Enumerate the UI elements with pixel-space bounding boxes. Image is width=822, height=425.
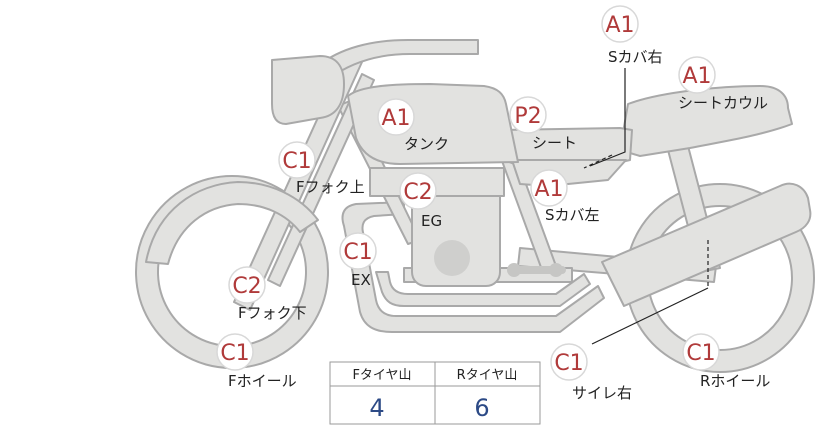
grade-text: P2: [514, 104, 541, 129]
part-name: Fフォク下: [238, 304, 307, 322]
part-name: Rホイール: [700, 372, 770, 390]
side-cover-shape: [511, 159, 627, 187]
engine-block: [369, 167, 505, 197]
grade-text: A1: [381, 106, 410, 131]
leader-lines: [583, 68, 709, 345]
tire-tread-table: Fタイヤ山 Rタイヤ山 4 6: [329, 361, 541, 425]
grade-text: A1: [534, 177, 563, 202]
label-seat-cowl: A1 シートカウル: [678, 56, 768, 112]
part-name: Fフォク上: [296, 178, 365, 196]
leader-s-cover-right-dash: [583, 154, 613, 169]
handlebar: [317, 39, 479, 79]
part-name: サイレ右: [572, 384, 632, 402]
grade-text: C2: [232, 274, 261, 299]
front-tire-header: Fタイヤ山: [352, 368, 411, 383]
grade-badge: [530, 169, 568, 207]
label-f-fork-lower: C2 Fフォク下: [228, 266, 307, 322]
grade-badge: [216, 333, 254, 371]
part-name: シート: [532, 134, 577, 152]
grade-text: A1: [605, 13, 634, 38]
grade-text: C1: [343, 240, 372, 265]
label-tank: A1 タンク: [377, 98, 449, 153]
rear-tire-header: Rタイヤ山: [457, 368, 518, 383]
headlight: [271, 55, 345, 125]
label-s-cover-left: A1 Sカバ左: [530, 169, 600, 224]
footpeg-knob-right: [549, 263, 563, 277]
part-name: Fホイール: [228, 372, 297, 390]
grade-text: A1: [682, 64, 711, 89]
grade-badge: [550, 343, 588, 381]
front-fender: [145, 181, 319, 265]
footpeg-knob-left: [507, 263, 521, 277]
label-f-fork-upper: C1 Fフォク上: [278, 141, 365, 196]
motorcycle-illustration: [135, 39, 815, 373]
engine-cover-circle: [434, 240, 470, 276]
grade-text: C2: [403, 180, 432, 205]
label-muffler-right: C1 サイレ右: [550, 343, 632, 402]
leader-muffler-right: [591, 287, 709, 345]
part-name: タンク: [404, 135, 449, 153]
labels: A1 Sカバ右 A1 シートカウル A1 タンク P2 シート C1 Fフォク上…: [216, 5, 770, 402]
label-seat: P2 シート: [509, 96, 577, 152]
grade-text: C1: [686, 341, 715, 366]
grade-badge: [377, 98, 415, 136]
grade-badge: [509, 96, 547, 134]
exhaust-pipe: [341, 201, 605, 333]
part-name: EG: [421, 212, 442, 230]
grade-badge: [228, 266, 266, 304]
label-f-wheel: C1 Fホイール: [216, 333, 297, 390]
grade-text: C1: [554, 351, 583, 376]
muffler-shape: [601, 182, 812, 307]
part-name: シートカウル: [678, 94, 768, 112]
label-r-wheel: C1 Rホイール: [682, 333, 770, 390]
label-engine: C2 EG: [399, 172, 442, 230]
grade-text: C1: [282, 149, 311, 174]
exhaust-pipe-inner: [375, 271, 591, 307]
label-exhaust: C1 EX: [339, 232, 377, 289]
leader-s-cover-right: [589, 68, 626, 167]
part-name: Sカバ左: [545, 206, 600, 224]
grade-badge: [399, 172, 437, 210]
grade-badge: [601, 5, 639, 43]
grade-badge: [682, 333, 720, 371]
grade-badge: [678, 56, 716, 94]
grade-text: C1: [220, 341, 249, 366]
grade-badge: [339, 232, 377, 270]
label-s-cover-right: A1 Sカバ右: [601, 5, 663, 66]
front-tire-value: 4: [369, 394, 384, 422]
part-name: EX: [351, 271, 371, 289]
part-name: Sカバ右: [608, 48, 663, 66]
grade-badge: [278, 141, 316, 179]
rear-tire-value: 6: [474, 394, 489, 422]
